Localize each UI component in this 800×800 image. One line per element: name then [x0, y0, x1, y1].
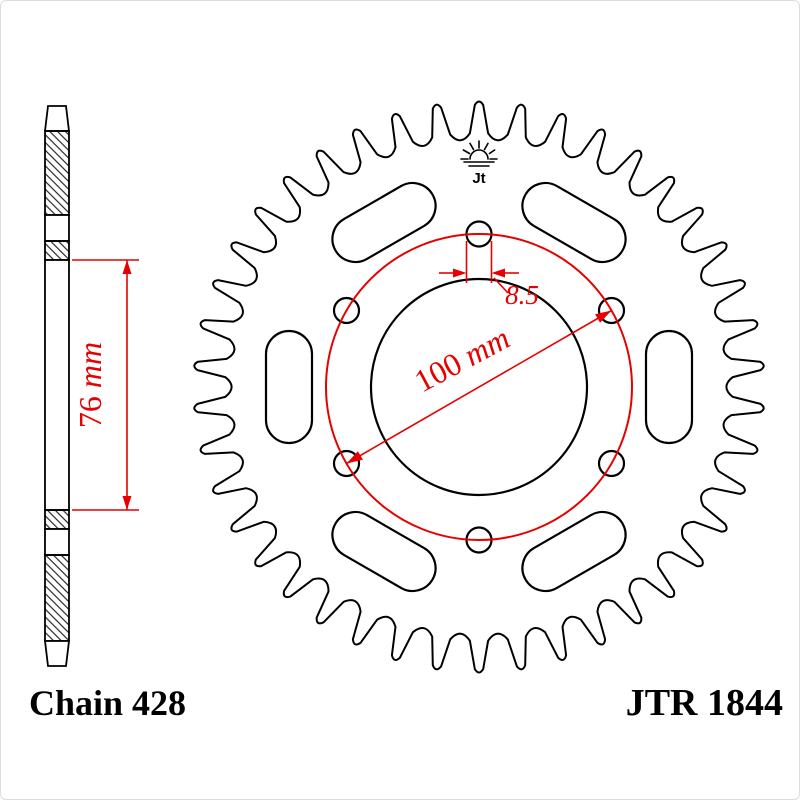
sun-rays-icon [460, 140, 498, 160]
arrow-lower-left-icon [346, 451, 363, 464]
leader-line [493, 277, 509, 294]
arrow-up-icon [122, 260, 132, 274]
lightening-slots [264, 181, 694, 593]
lightening-slot [264, 329, 314, 445]
jt-logo-text: Jt [472, 170, 485, 187]
side-view-tooth-tip-top [43, 105, 71, 132]
side-view-hatch-band [44, 554, 70, 642]
bolt-circle [325, 233, 633, 541]
side-view-hatch-band [44, 130, 70, 216]
inner-diameter-unit: mm [72, 342, 108, 388]
inner-diameter-value: 76 [72, 396, 108, 428]
inner-diameter-dimension: 76 mm [72, 259, 139, 511]
jt-logo: Jt [460, 140, 498, 187]
lightening-slot [331, 510, 437, 593]
arrow-down-icon [122, 496, 132, 510]
sun-disc-icon [469, 149, 489, 160]
side-view-tooth-tip-bottom [43, 640, 71, 667]
lightening-slot [521, 510, 627, 593]
side-view-hatch-band [44, 509, 70, 530]
bolt-hole-label: 8.5 [505, 280, 539, 310]
lightening-slot [331, 181, 437, 264]
bolt-hole-dimension: 8.5 [439, 241, 539, 310]
sun-baseline-icon [463, 161, 495, 167]
arrow-left-icon [491, 268, 505, 278]
side-view-hatch-band [44, 240, 70, 261]
side-view [43, 105, 71, 667]
side-view-slot-band [44, 528, 70, 556]
part-number-label: JTR 1844 [626, 682, 783, 724]
side-view-bore-band [44, 259, 70, 511]
chain-size-label: Chain 428 [29, 683, 186, 723]
diameter-line [346, 309, 612, 465]
arrow-right-icon [453, 268, 467, 278]
side-view-slot-band [44, 214, 70, 242]
inner-diameter-label: 76 mm [72, 342, 108, 428]
lightening-slot [644, 329, 694, 445]
lightening-slot [521, 181, 627, 264]
arrow-upper-right-icon [595, 310, 612, 323]
